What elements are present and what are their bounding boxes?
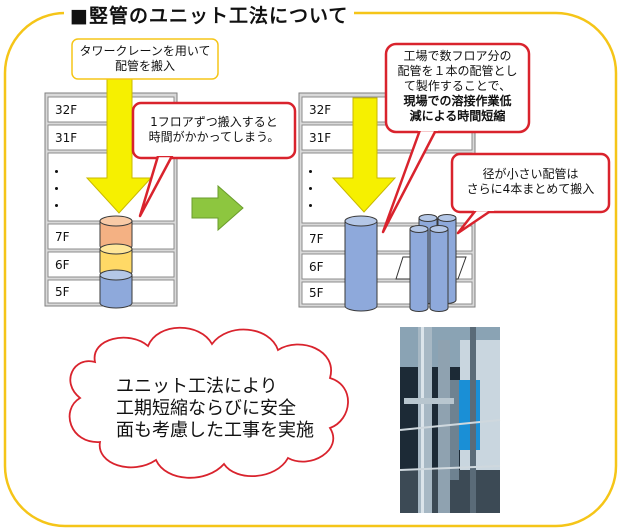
- callout-factory-shape: [381, 42, 531, 234]
- ellipsis-dot: [309, 170, 312, 173]
- tower-crane-label-box: [71, 38, 219, 80]
- callout-one-floor-shape: [131, 101, 297, 218]
- floor-label-after-31f: 31F: [309, 131, 332, 145]
- ellipsis-dot: [309, 187, 312, 190]
- callout-factory-emphasis-2: 減による時間短縮: [409, 109, 506, 123]
- floor-label-after-6f: 6F: [309, 260, 324, 274]
- crane-down-arrow-left: [85, 77, 153, 214]
- floor-label-before-32f: 32F: [55, 103, 78, 117]
- construction-photo: [399, 327, 501, 513]
- floor-label-before-7f: 7F: [55, 230, 70, 244]
- callout-factory-line-3: て製作することで、: [403, 79, 512, 93]
- floor-label-after-32f: 32F: [309, 103, 332, 117]
- floor-label-after-7f: 7F: [309, 232, 324, 246]
- conclusion-line-3: 面も考慮した工事を実施: [116, 420, 314, 441]
- callout-factory-emphasis-1: 現場での溶接作業低: [403, 94, 512, 108]
- unit-pipe-long: [344, 215, 378, 312]
- callout-one-floor-line-2: 時間がかかってしまう。: [148, 130, 280, 144]
- conclusion-line-1: ユニット工法により: [116, 376, 278, 397]
- floor-label-before-5f: 5F: [55, 285, 70, 299]
- callout-small-pipes-line-1: 径が小さい配管は: [482, 167, 579, 181]
- callout-small-pipes-shape: [450, 152, 611, 235]
- tower-crane-label-line-2: 配管を搬入: [114, 59, 175, 73]
- callout-factory-line-2: 配管を１本の配管とし: [397, 64, 518, 78]
- callout-one-floor: 1フロアずつ搬入すると 時間がかかってしまう。: [133, 115, 295, 145]
- pipe-segments-single-floor: [99, 215, 133, 309]
- ellipsis-dot: [55, 204, 58, 207]
- ellipsis-dot: [55, 170, 58, 173]
- ellipsis-dot: [55, 187, 58, 190]
- callout-factory-line-1: 工場で数フロア分の: [403, 49, 512, 63]
- callout-factory: 工場で数フロア分の 配管を１本の配管とし て製作することで、 現場での溶接作業低…: [386, 49, 529, 124]
- callout-small-pipes: 径が小さい配管は さらに4本まとめて搬入: [452, 167, 609, 197]
- small-pipes-bundle: [409, 214, 457, 312]
- page-title: ■竪管のユニット工法について: [64, 1, 355, 28]
- transition-arrow: [191, 184, 244, 232]
- callout-one-floor-line-1: 1フロアずつ搬入すると: [150, 115, 278, 129]
- tower-crane-label-line-1: タワークレーンを用いて: [79, 44, 211, 58]
- floor-label-after-5f: 5F: [309, 286, 324, 300]
- conclusion-text: ユニット工法により 工期短縮ならびに安全 面も考慮した工事を実施: [116, 376, 314, 442]
- conclusion-cloud: [68, 326, 349, 479]
- tower-crane-label: タワークレーンを用いて 配管を搬入: [72, 44, 218, 74]
- floor-label-before-31f: 31F: [55, 131, 78, 145]
- conclusion-line-2: 工期短縮ならびに安全: [116, 398, 296, 419]
- ellipsis-dot: [309, 204, 312, 207]
- callout-small-pipes-line-2: さらに4本まとめて搬入: [466, 182, 595, 196]
- crane-down-arrow-right: [331, 97, 397, 213]
- floor-label-before-6f: 6F: [55, 258, 70, 272]
